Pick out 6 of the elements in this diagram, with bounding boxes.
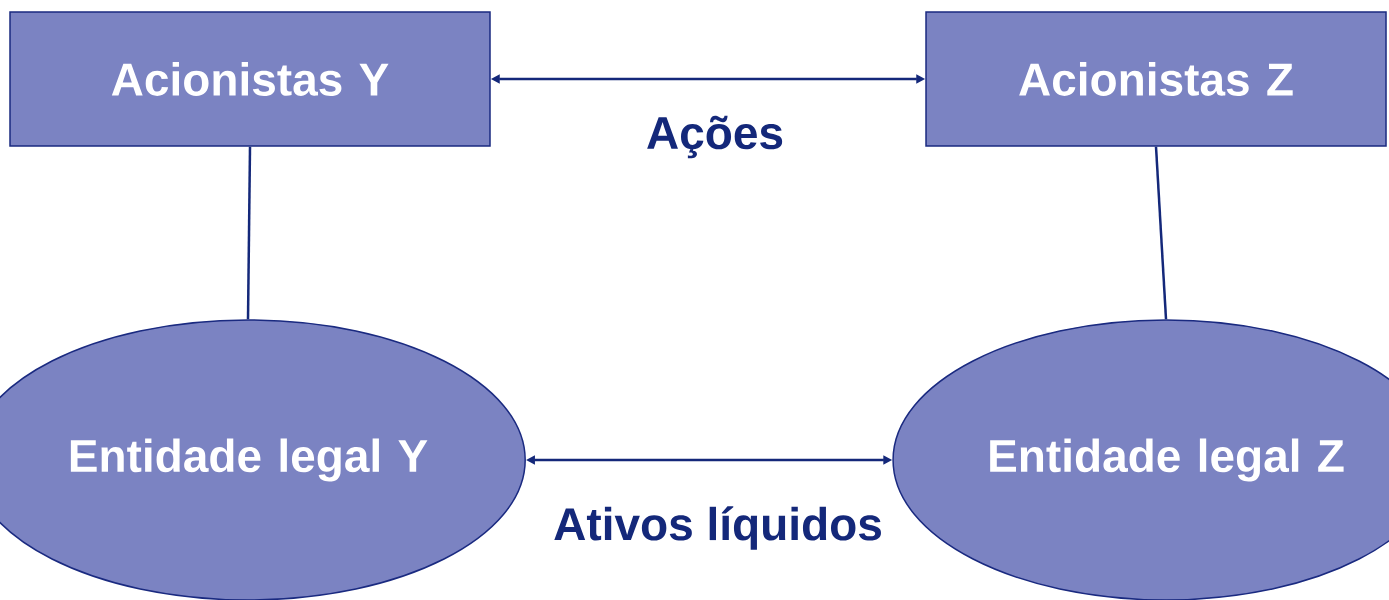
process-box: Acionistas Z xyxy=(925,11,1387,147)
connector-line xyxy=(1154,146,1168,320)
edge-label: Ativos líquidos xyxy=(554,506,881,550)
edge-label: Ações xyxy=(647,115,783,159)
connector-line xyxy=(246,146,252,320)
process-box: Acionistas Y xyxy=(9,11,491,147)
